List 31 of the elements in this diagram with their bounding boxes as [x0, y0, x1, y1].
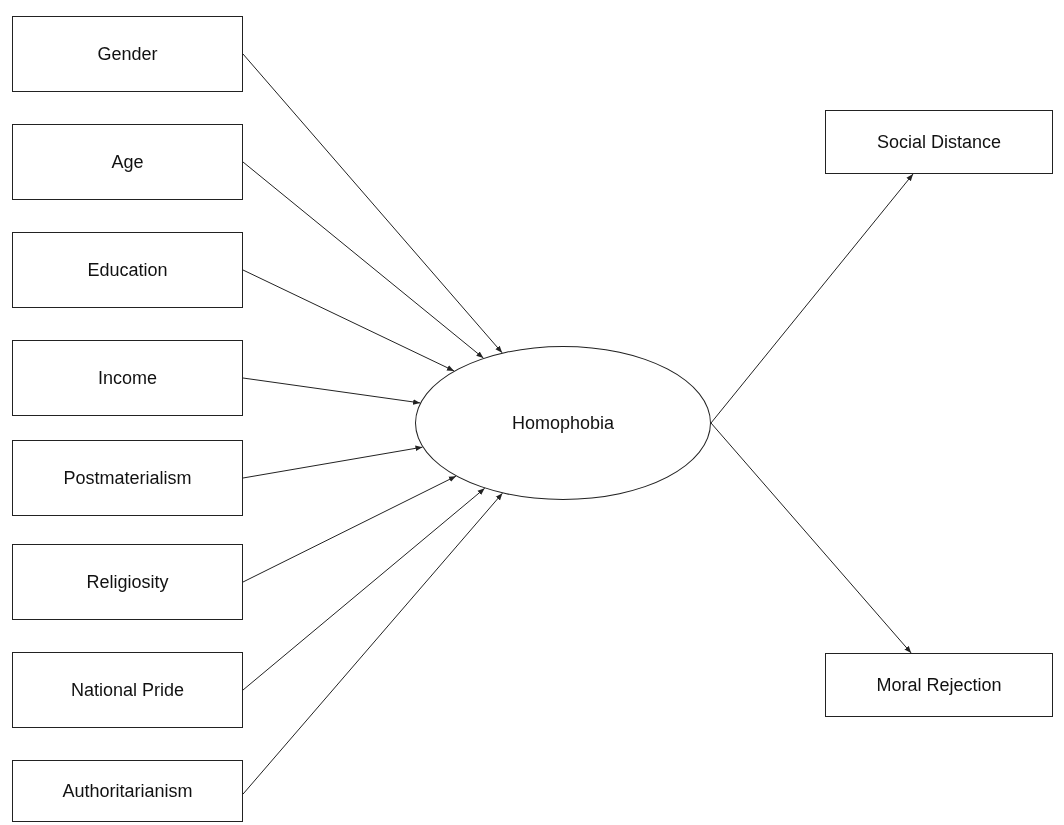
- node-label: Postmaterialism: [63, 467, 192, 489]
- node-label: Moral Rejection: [876, 674, 1002, 696]
- variable-box: [12, 760, 243, 822]
- arrow: [242, 161, 484, 359]
- node-label: Authoritarianism: [62, 780, 193, 802]
- arrow: [242, 492, 503, 795]
- arrow: [710, 173, 914, 424]
- node-label: Education: [87, 259, 168, 281]
- node-label: Religiosity: [86, 571, 169, 593]
- node-label: Social Distance: [876, 131, 1002, 153]
- variable-box: [825, 110, 1053, 174]
- variable-box: [12, 340, 243, 416]
- arrow: [242, 445, 423, 479]
- variable-box: [12, 544, 243, 620]
- arrow: [242, 269, 455, 372]
- arrow: [242, 487, 486, 691]
- node-label: Income: [98, 367, 157, 389]
- arrow: [242, 475, 457, 583]
- variable-box: [12, 232, 243, 308]
- node-label: Homophobia: [511, 412, 615, 434]
- variable-box: [825, 653, 1053, 717]
- variable-box: [12, 652, 243, 728]
- variable-box: [12, 124, 243, 200]
- variable-box: [12, 16, 243, 92]
- node-label: Gender: [97, 43, 158, 65]
- arrow: [242, 53, 503, 354]
- node-label: Age: [111, 151, 144, 173]
- variable-box: [12, 440, 243, 516]
- arrow: [710, 422, 912, 654]
- arrow: [242, 377, 421, 405]
- node-label: National Pride: [70, 679, 185, 701]
